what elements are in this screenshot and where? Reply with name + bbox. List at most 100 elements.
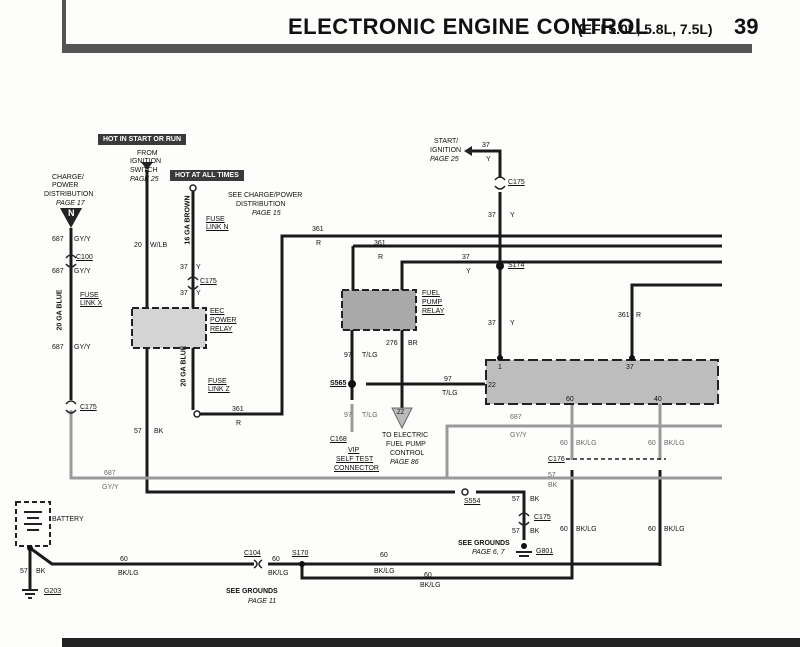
wires-solid xyxy=(28,149,722,590)
wire-37-top: 37 xyxy=(482,142,490,149)
label-c175-mid: C175 xyxy=(200,278,217,285)
wire-57-t-color: BK xyxy=(530,528,540,535)
zz-connector-symbol xyxy=(391,407,413,430)
label-see-dist: DISTRIBUTION xyxy=(236,201,286,208)
wire-60-s170-color: BK/LG xyxy=(374,568,395,575)
label-see-grounds2: SEE GROUNDS xyxy=(226,588,278,595)
label-distribution: DISTRIBUTION xyxy=(44,191,94,198)
wire-57-bat-color: BK xyxy=(36,568,46,575)
wire-361-bot: 361 xyxy=(232,406,244,413)
wire-97c: 97 xyxy=(344,412,352,419)
start-arrow xyxy=(464,146,472,156)
wire-37-v2-color: Y xyxy=(510,320,515,327)
label-from: FROM xyxy=(137,150,158,157)
wire-60a: 60 xyxy=(560,440,568,447)
page-number: 39 xyxy=(734,14,759,39)
wire-687-low: 687 xyxy=(104,470,116,477)
wire-361-r: 361 xyxy=(618,312,630,319)
wire-37b-color: Y xyxy=(196,290,201,297)
wire-20-color: W/LB xyxy=(150,242,168,249)
wire-97b-color: T/LG xyxy=(442,390,458,397)
wire-37a-color: Y xyxy=(196,264,201,271)
ground-symbols xyxy=(22,551,532,599)
label-fuse-z: FUSE xyxy=(208,378,227,385)
wire-20: 20 xyxy=(134,242,142,249)
wire-60-low2-color: BK/LG xyxy=(420,582,441,589)
label-fuel: FUEL xyxy=(422,290,440,297)
label-g801: G801 xyxy=(536,548,554,555)
label-fuse-x2: LINK X xyxy=(80,300,103,307)
wire-97a-color: T/LG xyxy=(362,352,378,359)
wire-361-mid-color: R xyxy=(378,254,384,261)
label-self-test: SELF TEST xyxy=(336,456,374,463)
label-c175-low: C175 xyxy=(534,514,551,521)
label-ignition2: IGNITION xyxy=(430,147,462,154)
page-title: ELECTRONIC ENGINE CONTROL xyxy=(288,14,649,39)
wire-60c-color: BK/LG xyxy=(576,526,597,533)
label-page11: PAGE 11 xyxy=(248,598,277,605)
wire-60-c104: 60 xyxy=(272,556,280,563)
wire-276: 276 xyxy=(386,340,398,347)
label-n: N xyxy=(68,208,75,218)
wire-276-color: BR xyxy=(408,340,418,347)
label-c168: C168 xyxy=(330,436,347,443)
wire-361-top-color: R xyxy=(316,240,322,247)
header-rule xyxy=(62,44,752,53)
label-fuse-n: FUSE xyxy=(206,216,225,223)
wire-60b-color: BK/LG xyxy=(664,440,685,447)
wire-60a-color: BK/LG xyxy=(576,440,597,447)
wire-687c: 687 xyxy=(52,344,64,351)
wire-57-s-color: BK xyxy=(530,496,540,503)
label-c176: C176 xyxy=(548,456,565,463)
wire-687c-color: GY/Y xyxy=(74,344,91,351)
wire-57-bat: 57 xyxy=(20,568,28,575)
wire-687b: 687 xyxy=(52,268,64,275)
label-page25b: PAGE 25 xyxy=(430,156,459,163)
label-power: POWER xyxy=(210,317,237,324)
label-page86: PAGE 86 xyxy=(390,459,419,466)
label-ga-brown: 16 GA BROWN xyxy=(184,195,192,245)
fuel-pump-relay xyxy=(341,289,417,331)
wire-687-low-color: GY/Y xyxy=(102,484,119,491)
label-s554: S554 xyxy=(464,498,481,505)
label-battery: BATTERY xyxy=(52,516,84,523)
wire-687b-color: GY/Y xyxy=(74,268,91,275)
label-relay2: RELAY xyxy=(422,308,445,315)
wire-97b: 97 xyxy=(444,376,452,383)
label-see-charge: SEE CHARGE/POWER xyxy=(228,192,303,199)
ecu-pin-60: 60 xyxy=(566,396,574,403)
label-control: CONTROL xyxy=(390,450,425,457)
wire-687-right-color: GY/Y xyxy=(510,432,527,439)
wire-37b: 37 xyxy=(180,290,188,297)
wire-687a-color: GY/Y xyxy=(74,236,91,243)
wire-60-c104-color: BK/LG xyxy=(268,570,289,577)
wire-97a: 97 xyxy=(344,352,352,359)
wire-687-right: 687 xyxy=(510,414,522,421)
wire-60b: 60 xyxy=(648,440,656,447)
ecu-pin-1: 1 xyxy=(498,364,502,371)
wire-57-color: BK xyxy=(154,428,164,435)
label-connector: CONNECTOR xyxy=(334,465,379,472)
footer-rule xyxy=(62,638,800,647)
label-c175-top: C175 xyxy=(508,179,525,186)
wire-37a: 37 xyxy=(180,264,188,271)
label-zz: ZZ xyxy=(397,410,405,416)
label-fuse-n2: LINK N xyxy=(206,224,229,231)
page-subtitle: (EFI 5.0L, 5.8L, 7.5L) xyxy=(578,21,713,37)
label-fuse-x: FUSE xyxy=(80,292,99,299)
banner-hot-start-run: HOT IN START OR RUN xyxy=(98,134,187,145)
wire-37-mid: 37 xyxy=(462,254,470,261)
wire-361-r-color: R xyxy=(636,312,642,319)
label-pump: PUMP xyxy=(422,299,443,306)
wire-361-top: 361 xyxy=(312,226,324,233)
label-ignition: IGNITION xyxy=(130,158,162,165)
label-s170: S170 xyxy=(292,550,309,557)
label-charge: CHARGE/ xyxy=(52,174,84,181)
wire-361-mid: 361 xyxy=(374,240,386,247)
label-page17: PAGE 17 xyxy=(56,200,85,207)
left-margin-rule xyxy=(62,0,66,44)
wire-361-bot-color: R xyxy=(236,420,242,427)
label-page67: PAGE 6, 7 xyxy=(472,549,505,556)
label-ga-blue-z: 20 GA BLUE xyxy=(180,345,188,387)
